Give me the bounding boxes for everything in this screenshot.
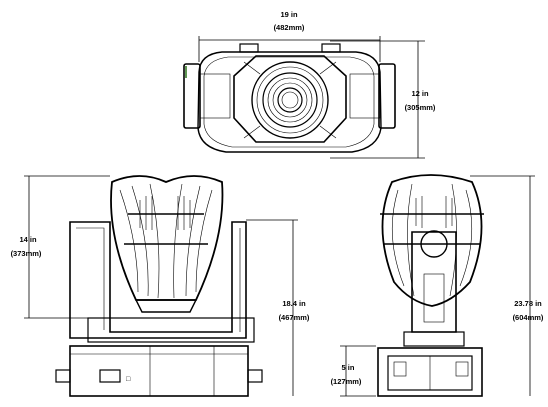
side-base-metric: (127mm) xyxy=(331,377,362,386)
side-view: 23.78 in (604mm) 5 in (127mm) xyxy=(331,174,544,397)
top-width-label: 19 in xyxy=(280,10,298,19)
side-base-label: 5 in xyxy=(342,363,355,372)
top-view: 19 in (482mm) 12 in (305mm) xyxy=(183,10,436,159)
top-width-metric: (482mm) xyxy=(274,23,305,32)
top-depth-metric: (305mm) xyxy=(405,103,436,112)
side-total-label: 23.78 in xyxy=(514,299,542,308)
front-head-metric: (373mm) xyxy=(11,249,42,258)
front-head-label: 14 in xyxy=(19,235,37,244)
right-handle xyxy=(378,63,396,129)
base-panel-glyph: □ xyxy=(126,376,131,383)
front-view: 14 in (373mm) 18.4 in (467mm) □ xyxy=(11,175,310,397)
front-yoke-label: 18.4 in xyxy=(282,299,306,308)
side-total-metric: (604mm) xyxy=(513,313,544,322)
front-yoke-metric: (467mm) xyxy=(279,313,310,322)
top-depth-label: 12 in xyxy=(411,89,429,98)
